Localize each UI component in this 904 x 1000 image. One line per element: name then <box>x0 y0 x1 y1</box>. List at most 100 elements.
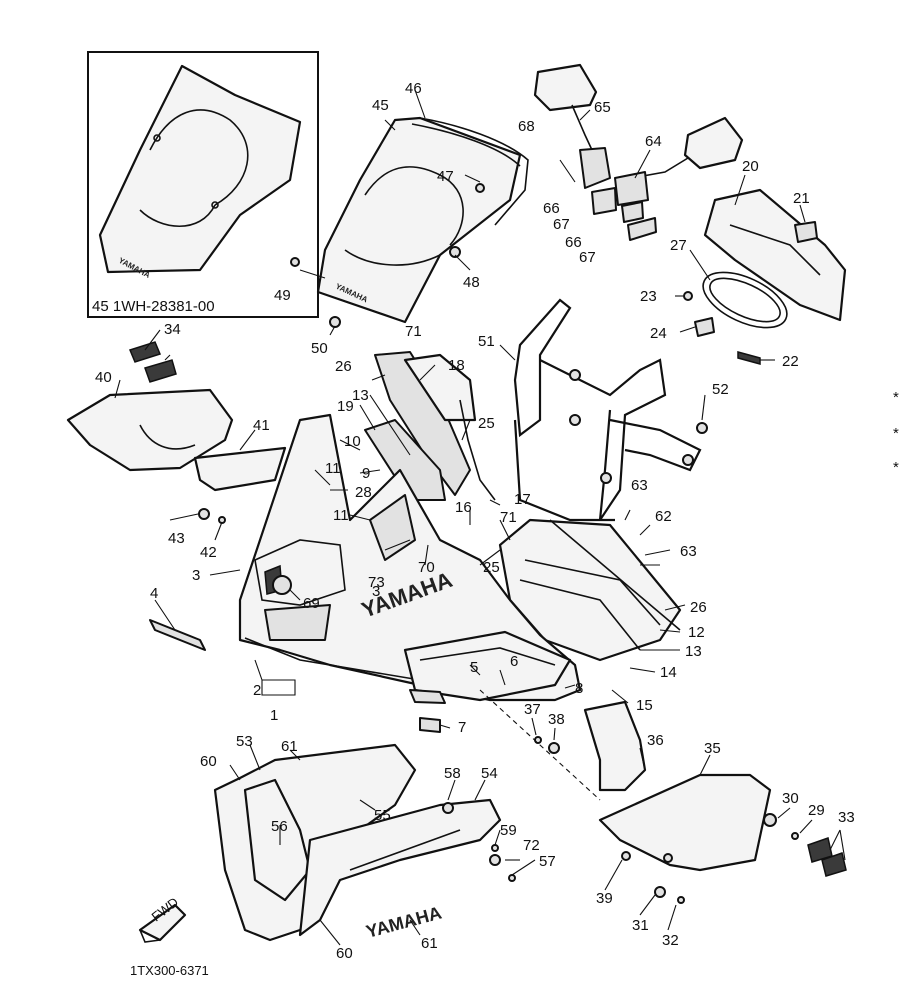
callout-34: 34 <box>164 321 181 338</box>
fwd-arrow-icon: FWD <box>138 894 187 943</box>
callout-10: 10 <box>344 433 361 450</box>
callout-56: 56 <box>271 818 288 835</box>
windscreen: YAMAHA <box>290 116 529 328</box>
callout-11a: 11 <box>325 460 341 477</box>
callout-11b: 11 <box>333 507 349 524</box>
callout-6: 6 <box>510 653 518 670</box>
callout-16: 16 <box>455 499 472 516</box>
callout-37: 37 <box>524 701 541 718</box>
windscreen-inset: YAMAHA 45 1WH-28381-00 <box>87 51 319 318</box>
callout-13b: 13 <box>685 643 702 660</box>
callout-5: 5 <box>470 659 478 676</box>
callout-50: 50 <box>311 340 328 357</box>
callout-labels: 1 2 3 3 4 5 6 7 8 9 10 11 11 12 13 13 14… <box>95 80 855 962</box>
side-mark-1: * <box>893 389 899 406</box>
callout-26a: 26 <box>335 358 352 375</box>
callout-2: 2 <box>253 682 261 699</box>
callout-25a: 25 <box>478 415 495 432</box>
callout-52: 52 <box>712 381 729 398</box>
callout-58: 58 <box>444 765 461 782</box>
callout-8: 8 <box>575 680 583 697</box>
callout-39: 39 <box>596 890 613 907</box>
callout-53: 53 <box>236 733 253 750</box>
callout-4: 4 <box>150 585 158 602</box>
callout-42: 42 <box>200 544 217 561</box>
drawing-code: 1TX300-6371 <box>130 963 209 978</box>
callout-71a: 71 <box>405 323 422 340</box>
side-mark-3: * <box>893 459 899 476</box>
callout-59: 59 <box>500 822 517 839</box>
callout-32: 32 <box>662 932 679 949</box>
callout-67b: 67 <box>579 249 596 266</box>
callout-61a: 61 <box>281 738 298 755</box>
callout-63b: 63 <box>680 543 697 560</box>
callout-69: 69 <box>303 595 320 612</box>
callout-1: 1 <box>270 707 278 724</box>
callout-28: 28 <box>355 484 372 501</box>
callout-12: 12 <box>688 624 705 641</box>
callout-38: 38 <box>548 711 565 728</box>
callout-36: 36 <box>647 732 664 749</box>
right-side-panel <box>479 689 847 904</box>
callout-43: 43 <box>168 530 185 547</box>
callout-24: 24 <box>650 325 667 342</box>
callout-33: 33 <box>838 809 855 826</box>
callout-41: 41 <box>253 417 270 434</box>
callout-9: 9 <box>362 465 370 482</box>
callout-40: 40 <box>95 369 112 386</box>
callout-62: 62 <box>655 508 672 525</box>
callout-57: 57 <box>539 853 556 870</box>
callout-14: 14 <box>660 664 677 681</box>
callout-64: 64 <box>645 133 662 150</box>
callout-27: 27 <box>670 237 687 254</box>
callout-66b: 66 <box>565 234 582 251</box>
callout-31: 31 <box>632 917 649 934</box>
callout-3b: 3 <box>372 583 380 600</box>
callout-26b: 26 <box>690 599 707 616</box>
side-cover <box>66 341 287 524</box>
callout-61b: 61 <box>421 935 438 952</box>
callout-13a: 13 <box>352 387 369 404</box>
upper-fairing: YAMAHA <box>149 413 582 733</box>
callout-45: 45 <box>372 97 389 114</box>
callout-65: 65 <box>594 99 611 116</box>
callout-17: 17 <box>514 491 531 508</box>
callout-3a: 3 <box>192 567 200 584</box>
callout-30: 30 <box>782 790 799 807</box>
meter-panel <box>683 188 847 365</box>
callout-49: 49 <box>274 287 291 304</box>
callout-29: 29 <box>808 802 825 819</box>
callout-51: 51 <box>478 333 495 350</box>
callout-23: 23 <box>640 288 657 305</box>
callout-60a: 60 <box>200 753 217 770</box>
mirrors <box>533 63 744 241</box>
callout-21: 21 <box>793 190 810 207</box>
under-cowl: YAMAHA <box>213 743 516 942</box>
callout-55: 55 <box>374 807 391 824</box>
callout-20: 20 <box>742 158 759 175</box>
callout-60b: 60 <box>336 945 353 962</box>
inner-panels <box>364 351 682 662</box>
callout-15: 15 <box>636 697 653 714</box>
callout-70: 70 <box>418 559 435 576</box>
callout-19: 19 <box>337 398 354 415</box>
callout-47: 47 <box>437 168 454 185</box>
fairing-stay <box>513 298 708 522</box>
callout-63a: 63 <box>631 477 648 494</box>
inset-part-label: 45 1WH-28381-00 <box>92 298 215 315</box>
leader-lines <box>114 89 846 946</box>
callout-66a: 66 <box>543 200 560 217</box>
callout-73: 73 <box>368 574 385 591</box>
callout-18: 18 <box>448 357 465 374</box>
callout-71b: 71 <box>500 509 517 526</box>
callout-54: 54 <box>481 765 498 782</box>
callout-46: 46 <box>405 80 422 97</box>
callout-35: 35 <box>704 740 721 757</box>
callout-68: 68 <box>518 118 535 135</box>
callout-7: 7 <box>458 719 466 736</box>
callout-72: 72 <box>523 837 540 854</box>
callout-48: 48 <box>463 274 480 291</box>
callout-22: 22 <box>782 353 799 370</box>
side-mark-2: * <box>893 425 899 442</box>
